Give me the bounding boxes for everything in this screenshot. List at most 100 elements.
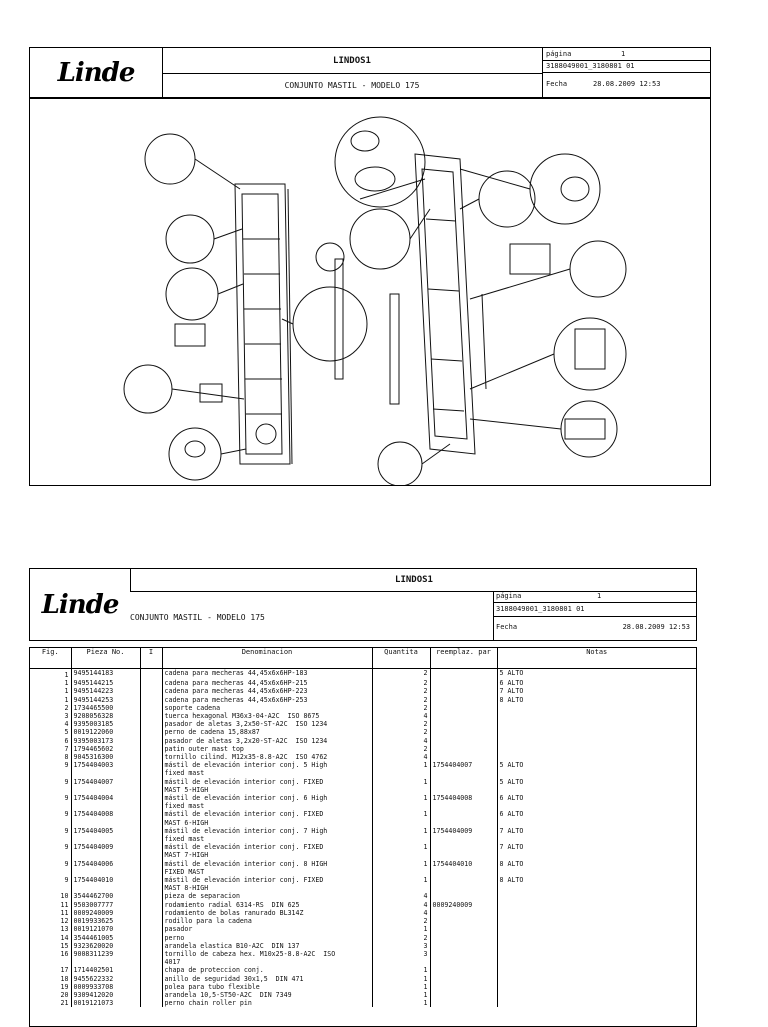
cell-notas	[497, 737, 696, 745]
cell-quantita: 3	[372, 941, 431, 950]
cell-fig: 4	[30, 720, 72, 729]
cell-denominacion: anillo de seguridad 30x1,5 DIN 471	[162, 974, 373, 983]
cell-quantita: 1	[372, 966, 431, 975]
cell-fig: 5	[30, 728, 72, 737]
cell-i	[140, 949, 163, 967]
cell-quantita: 3	[372, 949, 431, 967]
cell-fig: 1	[30, 687, 72, 696]
cell-reemplaz	[430, 728, 498, 737]
cell-notas	[497, 712, 696, 720]
cell-fig: 19	[30, 982, 72, 991]
cell-pieza-no: 0019933625	[71, 917, 141, 926]
cell-reemplaz	[430, 917, 498, 926]
cell-quantita: 2	[372, 668, 431, 680]
cell-i	[140, 933, 163, 942]
fecha-label: Fecha	[496, 623, 518, 631]
doc-code: LINDOS1	[333, 55, 371, 66]
cell-i	[140, 810, 163, 827]
detail-circle	[123, 364, 173, 414]
cell-denominacion: perno de cadena 15,88x87	[162, 728, 373, 737]
cell-quantita: 1	[372, 843, 431, 860]
logo-cell: Linde	[30, 569, 130, 640]
col-pieza: Pieza No.	[71, 648, 141, 669]
cell-denominacion: rodamiento radial 6314-RS DIN 625	[162, 900, 373, 909]
cell-pieza-no: 9495144223	[71, 687, 141, 696]
cell-quantita: 4	[372, 753, 431, 762]
cell-denominacion: chapa de proteccion conj.	[162, 966, 373, 975]
cell-denominacion: pasador	[162, 925, 373, 934]
cell-fig: 9	[30, 794, 72, 811]
detail-circle	[292, 286, 368, 362]
cell-pieza-no: 1794465602	[71, 744, 141, 754]
cell-quantita: 1	[372, 761, 431, 778]
cell-pieza-no: 9323620020	[71, 941, 141, 950]
cell-fig: 9	[30, 810, 72, 827]
cell-notas: 6 ALTO	[499, 679, 524, 688]
cell-quantita: 1	[372, 974, 431, 983]
top-logo-cell: Linde	[30, 48, 163, 97]
cell-fig: 13	[30, 925, 72, 934]
cell-i	[140, 999, 163, 1008]
cell-pieza-no: 9395003185	[71, 720, 141, 729]
parts-table-frame: Fig. Pieza No. I Denominacion Quantita r…	[29, 647, 697, 1027]
ref-cell: 3188049001_3180801 01	[493, 603, 696, 617]
doc-title: CONJUNTO MASTIL - MODELO 175	[130, 613, 265, 622]
col-i: I	[140, 648, 163, 669]
cell-notas	[497, 901, 696, 909]
top-fecha-cell: Fecha 28.08.2009 12:53	[543, 73, 710, 97]
cell-quantita: 2	[372, 695, 431, 704]
cell-i	[140, 736, 163, 745]
cell-notas	[497, 934, 696, 942]
cell-reemplaz	[430, 712, 498, 721]
cell-reemplaz: 1754404008	[430, 794, 498, 811]
cell-denominacion: perno chain roller pin	[162, 999, 373, 1008]
cell-notas	[497, 999, 696, 1007]
cell-pieza-no: 1754404004	[71, 794, 141, 811]
cell-fig: 7	[30, 744, 72, 754]
cell-pieza-no: 0019122060	[71, 728, 141, 737]
col-reemplaz: reemplaz. par	[430, 648, 498, 669]
detail-circle	[165, 267, 219, 321]
cell-quantita: 1	[372, 982, 431, 991]
cell-i	[140, 990, 163, 1000]
cell-denominacion: mástil de elevación interior conj. FIXED…	[162, 810, 373, 827]
cell-fig: 9	[30, 843, 72, 860]
cell-pieza-no: 1754404005	[71, 826, 141, 844]
cell-fig: 9	[30, 761, 72, 778]
pagina-cell: página 1	[493, 591, 696, 603]
cell-fig: 10	[30, 892, 72, 901]
cell-reemplaz	[430, 720, 498, 729]
code-cell: LINDOS1	[130, 569, 697, 592]
cell-notas: 7 ALTO	[499, 843, 524, 852]
cell-notas	[497, 917, 696, 925]
detail-circle	[168, 427, 222, 481]
cell-denominacion: polea para tubo flexible	[162, 982, 373, 991]
cell-denominacion: tuerca hexagonal M36x3-04-A2C ISO 8675	[162, 712, 373, 721]
cell-reemplaz	[430, 687, 498, 696]
pagina-label: página	[496, 592, 522, 600]
cell-quantita: 4	[372, 892, 431, 901]
cell-pieza-no: 9045316300	[71, 753, 141, 762]
cell-fig: 3	[30, 712, 72, 721]
cell-quantita: 2	[372, 687, 431, 696]
cell-notas	[497, 704, 696, 712]
cell-i	[140, 761, 163, 778]
cell-denominacion: tornillo cilind. M12x35-8.8-A2C ISO 4762	[162, 753, 373, 762]
cell-reemplaz	[430, 974, 498, 983]
top-pagina-cell: página 1	[543, 48, 710, 61]
linde-logo: Linde	[41, 589, 120, 620]
cell-quantita: 1	[372, 794, 431, 811]
cell-fig: 16	[30, 949, 72, 967]
cell-notas: 7 ALTO	[499, 687, 524, 696]
cell-denominacion: pasador de aletas 3,2x50-ST-A2C ISO 1234	[162, 720, 373, 729]
